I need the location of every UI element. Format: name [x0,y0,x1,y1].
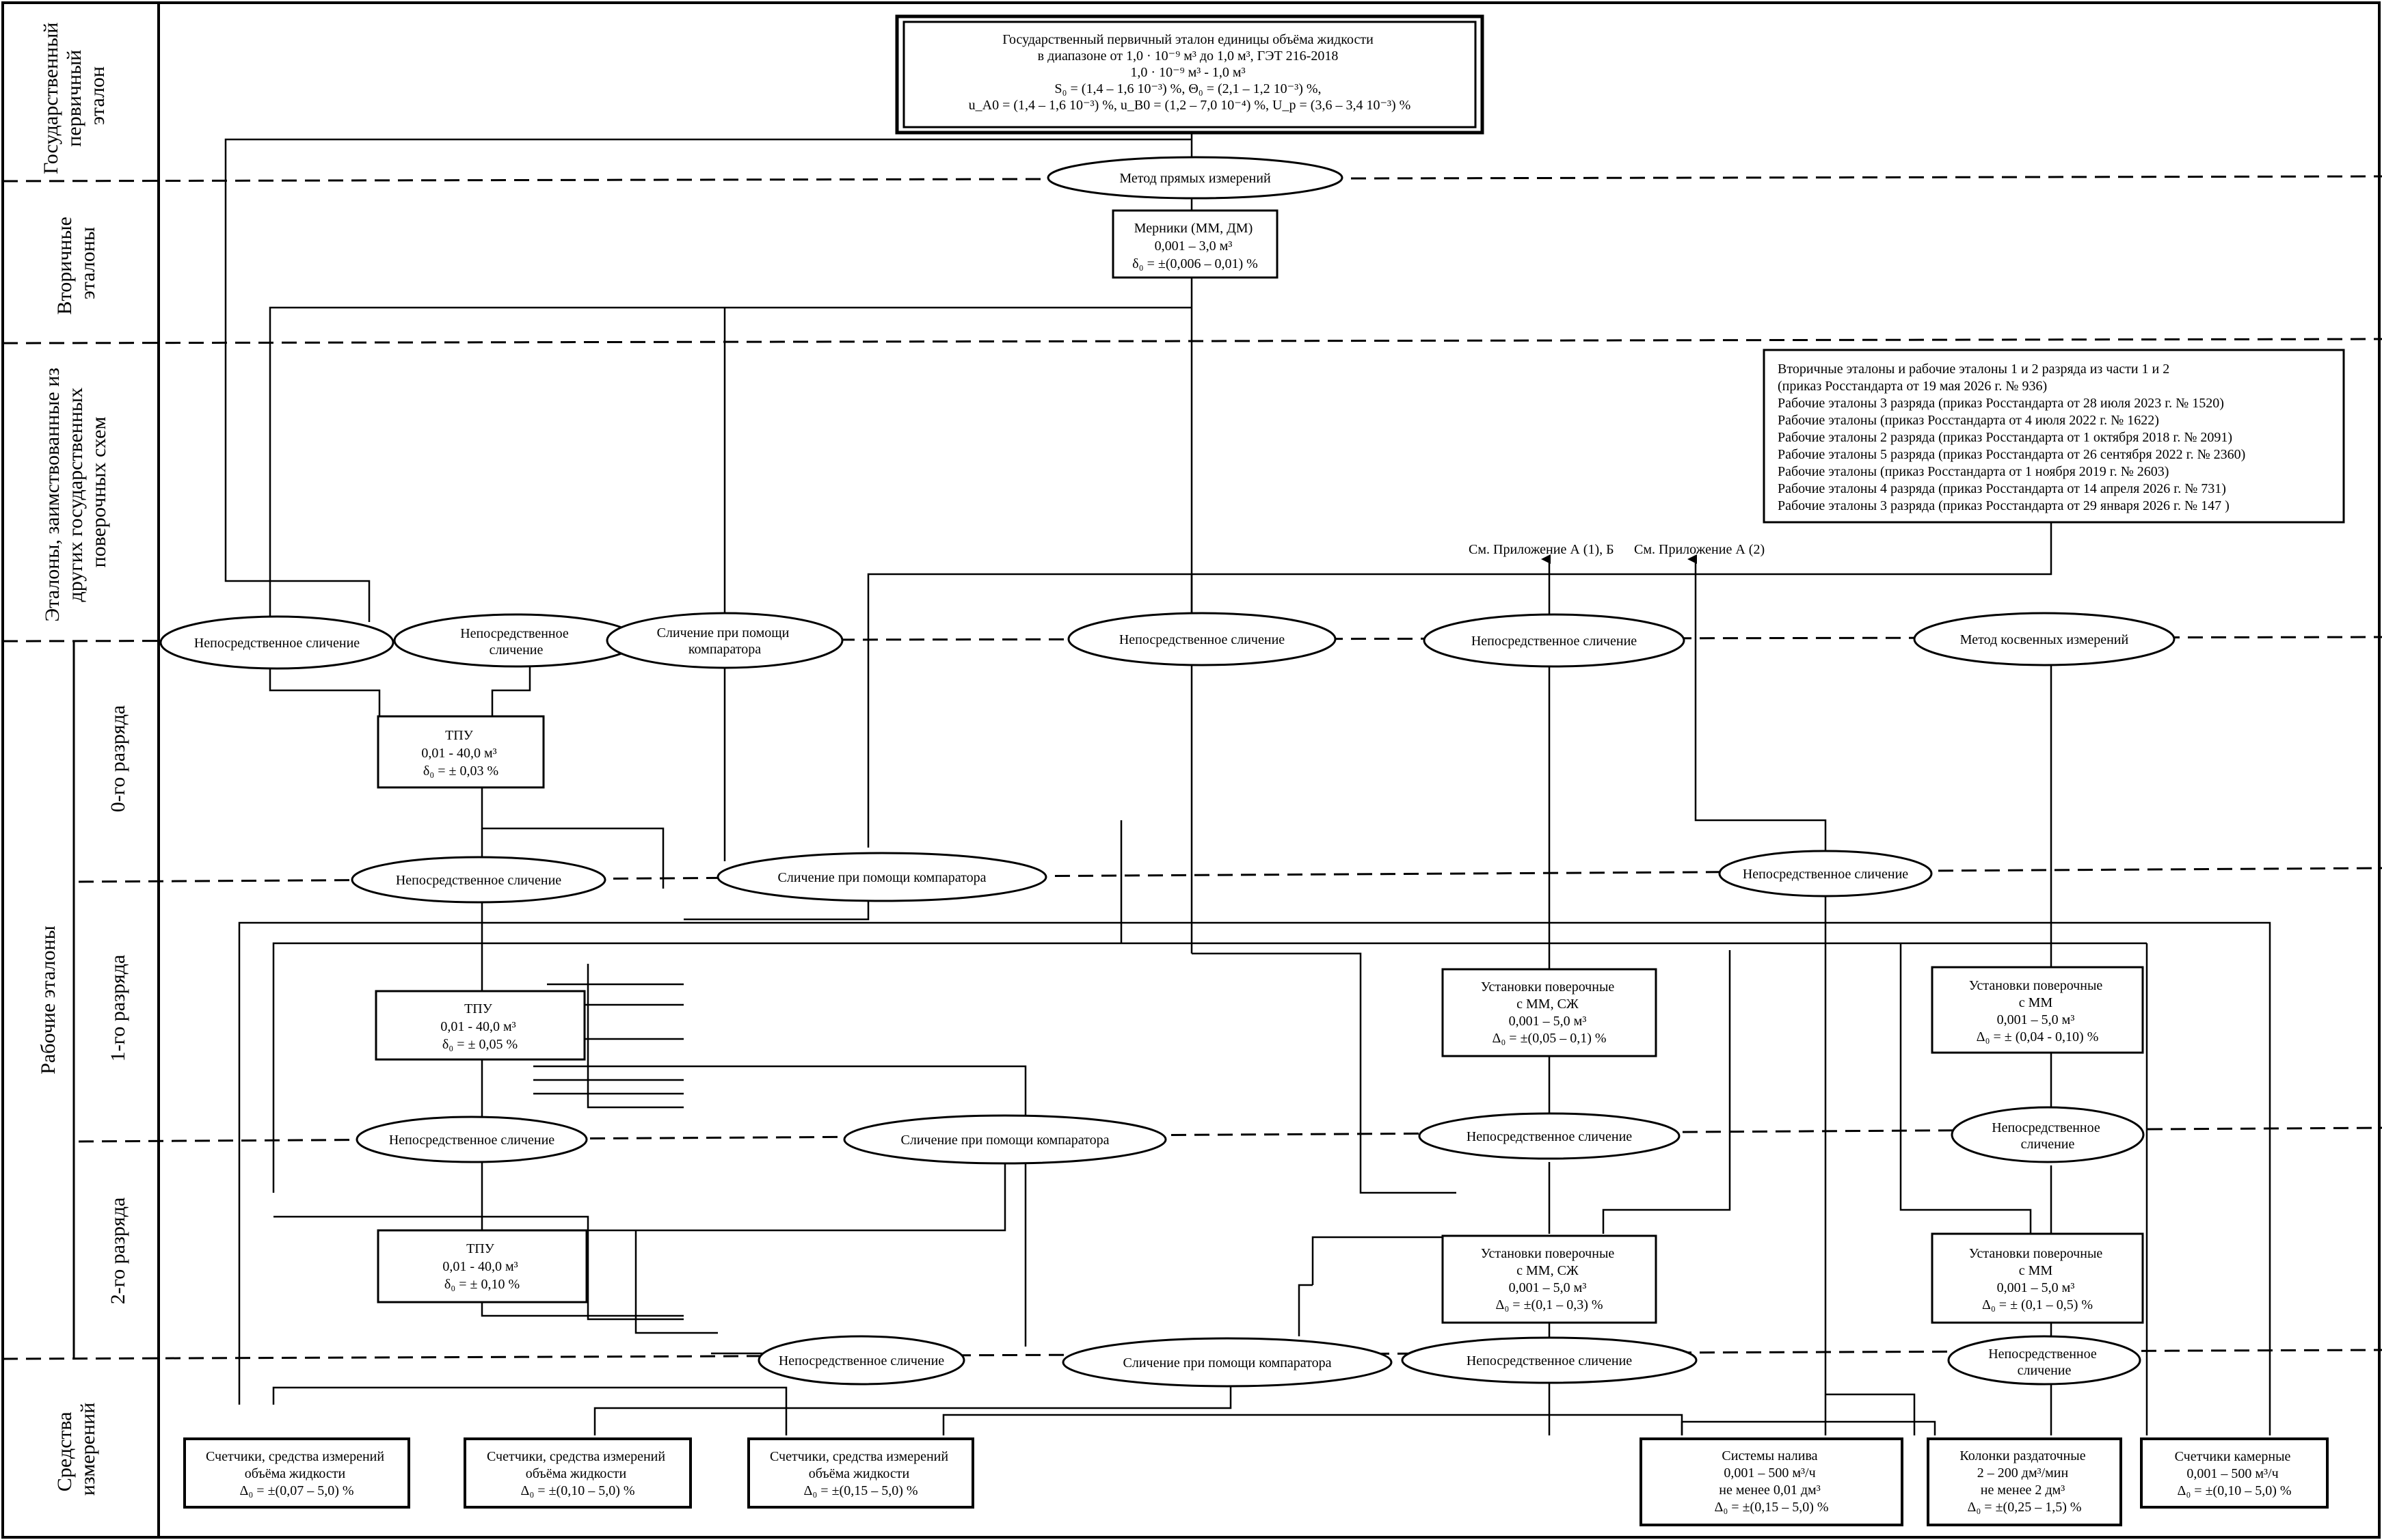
method-comparator-rank1: Сличение при помощи компаратора [843,1114,1167,1165]
tpu-rank1-box: ТПУ 0,01 - 40,0 м³ δ₀ = ± 0,05 % [375,990,586,1061]
svg-text:Счетчики, средства измерений: Счетчики, средства измерений объёма жидк… [770,1449,952,1498]
method-indirect: Метод косвенных измерений [1913,612,2176,666]
method-direct-compare-bottom-2: Непосредственное сличение [1401,1336,1698,1384]
svg-text:Колонки раздаточные 2 –: Колонки раздаточные 2 – 200 дм³/мин не м… [1959,1448,2089,1515]
svg-text:Сличение при помощи компаратор: Сличение при помощи компаратора [778,870,987,885]
svg-text:Непосредственное сличение: Непосредственное сличение [1119,632,1285,647]
installation-mm-rank2: Установки поверочные с ММ 0,001 – 5,0 м³… [1931,1232,2144,1324]
svg-text:Непосредственное сличени: Непосредственное сличение [1988,1347,2100,1378]
method-direct-compare-bottom-1: Непосредственное сличение [758,1335,965,1386]
svg-text:Метод прямых измерений: Метод прямых измерений [1119,171,1271,186]
instrument-counters-c: Счетчики, средства измерений объёма жидк… [747,1437,974,1509]
method-direct-measurement: Метод прямых измерений [1047,156,1343,200]
method-direct-compare-rank0-left: Непосредственное сличение [351,856,606,904]
side-label-instruments: Средства измерений [53,1403,99,1496]
method-comparator-1: Сличение при помощи компаратора [606,612,844,669]
svg-text:Сличение при помощи комп: Сличение при помощи компаратора [657,625,793,657]
svg-text:Непосредственное сличение: Непосредственное сличение [1471,634,1637,649]
method-direct-compare-rank1-mid: Непосредственное сличение [1418,1112,1681,1160]
method-direct-compare-4: Непосредственное сличение [1423,613,1685,668]
method-direct-compare-1: Непосредственное сличение [159,615,394,670]
svg-text:Непосредственное сличение: Непосредственное сличение [194,636,360,651]
installation-mm-rank1: Установки поверочные с ММ 0,001 – 5,0 м³… [1931,966,2144,1054]
svg-text:ТПУ 0,01 - 40,0 м³: ТПУ 0,01 - 40,0 м³ δ₀ = ± 0,10 % [442,1241,521,1292]
appendix-ref-a1: См. Приложение А (1), Б [1469,542,1614,557]
appendix-ref-a2: См. Приложение А (2) [1634,542,1765,557]
svg-text:Сличение при помощи компаратор: Сличение при помощи компаратора [901,1133,1110,1148]
svg-text:Установки поверочные с М: Установки поверочные с ММ, СЖ 0,001 – 5,… [1481,980,1618,1046]
svg-text:Непосредственное сличение: Непосредственное сличение [389,1133,554,1148]
instrument-chamber-counters: Счетчики камерные 0,001 – 500 м³/ч Δ₀ = … [2140,1437,2329,1509]
svg-text:Непосредственное сличение: Непосредственное сличение [1467,1353,1632,1368]
instrument-counters-a: Счетчики, средства измерений объёма жидк… [183,1437,410,1509]
installation-mm-sz-rank1: Установки поверочные с ММ, СЖ 0,001 – 5,… [1441,968,1657,1057]
side-label-rank0: 0-го разряда [107,705,129,813]
primary-standard-box: Государственный первичный эталон единицы… [895,14,1484,135]
svg-text:Установки поверочные с М: Установки поверочные с ММ, СЖ 0,001 – 5,… [1481,1246,1618,1312]
tpu-rank0-box: ТПУ 0,01 - 40,0 м³ δ₀ = ± 0,03 % [377,715,545,789]
side-label-rank1: 1-го разряда [107,955,129,1062]
svg-text:Вторичные эталоны и рабочие эт: Вторичные эталоны и рабочие эталоны 1 и … [1778,362,2249,513]
instrument-filling-systems: Системы налива 0,001 – 500 м³/ч не менее… [1640,1437,1903,1526]
svg-text:ТПУ 0,01 - 40,0 м³: ТПУ 0,01 - 40,0 м³ δ₀ = ± 0,03 % [421,728,500,779]
svg-text:Мерники (ММ, ДМ) 0,001 –: Мерники (ММ, ДМ) 0,001 – 3,0 м³ δ₀ = ±(0… [1132,221,1258,271]
side-label-primary: Государственный первичный эталон [40,17,109,174]
secondary-measures-box: Мерники (ММ, ДМ) 0,001 – 3,0 м³ δ₀ = ±(0… [1112,209,1279,279]
tpu-rank2-box: ТПУ 0,01 - 40,0 м³ δ₀ = ± 0,10 % [377,1229,588,1303]
svg-text:Непосредственное сличение: Непосредственное сличение [779,1353,944,1368]
svg-text:ТПУ 0,01 - 40,0 м³: ТПУ 0,01 - 40,0 м³ δ₀ = ± 0,05 % [440,1001,519,1052]
svg-text:Установки поверочные с М: Установки поверочные с ММ 0,001 – 5,0 м³… [1969,978,2106,1044]
installation-mm-sz-rank2: Установки поверочные с ММ, СЖ 0,001 – 5,… [1441,1234,1657,1324]
instrument-fuel-dispensers: Колонки раздаточные 2 – 200 дм³/мин не м… [1927,1437,2122,1526]
svg-text:Системы налива 0,001 – 5: Системы налива 0,001 – 500 м³/ч не менее… [1714,1448,1828,1515]
method-direct-compare-bottom-3: Непосредственное сличение [1947,1335,2141,1386]
side-label-borrowed: Эталоны, заимствованные из других госуда… [41,362,110,621]
svg-text:Счетчики, средства измерений: Счетчики, средства измерений объёма жидк… [206,1449,388,1498]
borrowed-standards-list: Вторичные эталоны и рабочие эталоны 1 и … [1763,349,2345,524]
connector-lines [224,134,2271,1435]
svg-text:Сличение при помощи компаратор: Сличение при помощи компаратора [1123,1355,1332,1370]
side-label-secondary: Вторичные эталоны [53,212,99,315]
side-label-rank2: 2-го разряда [107,1198,129,1305]
side-labels: Государственный первичный эталон Вторичн… [37,17,129,1496]
method-comparator-bottom: Сличение при помощи компаратора [1062,1337,1393,1388]
svg-text:Счетчики камерные 0,001: Счетчики камерные 0,001 – 500 м³/ч Δ₀ = … [2175,1449,2294,1498]
svg-text:Непосредственное сличени: Непосредственное сличение [1992,1120,2104,1152]
svg-text:Государственный первичный этал: Государственный первичный эталон единицы… [969,32,1411,113]
svg-text:Непосредственное сличение: Непосредственное сличение [1467,1129,1632,1144]
method-direct-compare-3: Непосредственное сличение [1067,612,1337,666]
method-direct-compare-2: Непосредственное сличение [393,613,639,668]
svg-text:Метод косвенных измерений: Метод косвенных измерений [1960,632,2129,647]
method-direct-compare-rank1-right: Непосредственное сличение [1951,1106,2145,1163]
svg-text:Непосредственное сличение: Непосредственное сличение [396,873,561,888]
svg-text:Установки поверочные с М: Установки поверочные с ММ 0,001 – 5,0 м³… [1969,1246,2106,1312]
method-direct-compare-rank1-left: Непосредственное сличение [356,1116,588,1163]
side-label-working: Рабочие эталоны [37,926,59,1075]
svg-text:Счетчики, средства измерений: Счетчики, средства измерений объёма жидк… [487,1449,669,1498]
method-comparator-rank0: Сличение при помощи компаратора [717,852,1047,902]
svg-text:Непосредственное сличени: Непосредственное сличение [460,626,572,658]
instrument-counters-b: Счетчики, средства измерений объёма жидк… [464,1437,692,1509]
method-direct-compare-rank0-right: Непосредственное сличение [1718,850,1933,897]
svg-text:Непосредственное сличение: Непосредственное сличение [1743,867,1908,882]
